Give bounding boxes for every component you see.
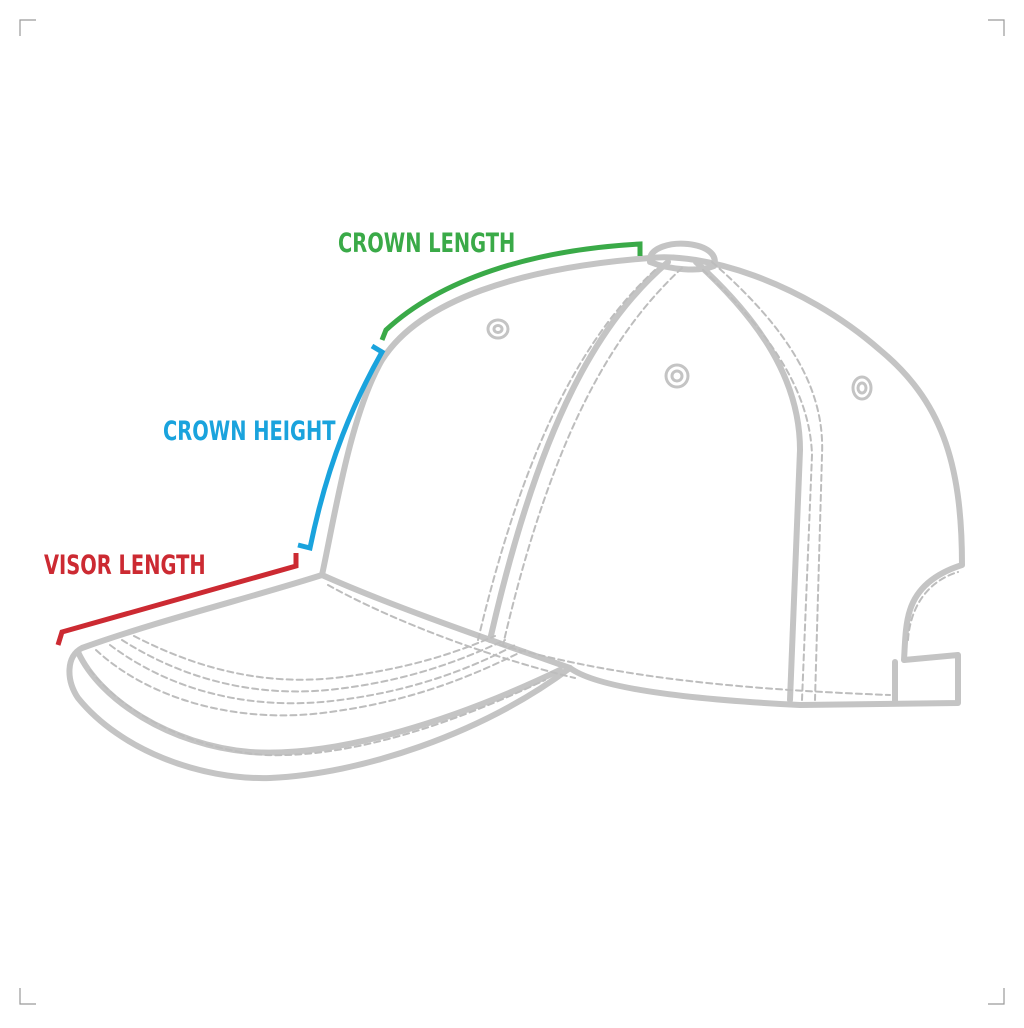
corner-mark-bottom-right	[988, 988, 1005, 1005]
crown-height-label: CROWN HEIGHT	[163, 416, 336, 447]
crown-silhouette	[319, 254, 965, 708]
stitch-front-seam-b	[502, 267, 683, 646]
eyelet-back	[851, 375, 873, 401]
eyelets	[486, 318, 873, 401]
corner-marks	[19, 19, 1005, 1005]
stitch-visor-4	[133, 635, 496, 681]
eyelet-middle	[664, 363, 690, 389]
visor-length-label: VISOR LENGTH	[44, 550, 206, 581]
stitch-back-arch	[907, 571, 959, 641]
corner-mark-top-left	[19, 19, 36, 36]
cap-outline	[66, 240, 965, 782]
panel-seam-front	[487, 259, 671, 643]
stitch-sweatband	[499, 644, 891, 696]
cap-stitching	[89, 261, 959, 757]
stitch-visor-2	[109, 644, 516, 705]
eyelet-front	[486, 318, 510, 340]
crown-height-bracket	[297, 343, 386, 552]
corner-mark-top-right	[988, 19, 1005, 36]
stitch-visor-3	[121, 639, 506, 693]
stitch-visor-edge	[89, 669, 546, 757]
panel-seam-side	[693, 259, 803, 703]
stitch-crown-base	[327, 584, 576, 679]
corner-mark-bottom-left	[19, 988, 36, 1005]
stitch-side-seam-b	[711, 261, 824, 701]
visor-length-bracket	[55, 553, 299, 646]
visor-outline	[66, 572, 573, 782]
stitch-front-seam-a	[477, 269, 656, 641]
stitch-side-seam-a	[702, 269, 814, 701]
stitch-visor-1	[95, 649, 526, 717]
crown-button	[647, 240, 718, 273]
crown-length-bracket	[379, 241, 643, 341]
visor-brim-edge	[75, 649, 563, 756]
crown-length-label: CROWN LENGTH	[338, 228, 516, 259]
